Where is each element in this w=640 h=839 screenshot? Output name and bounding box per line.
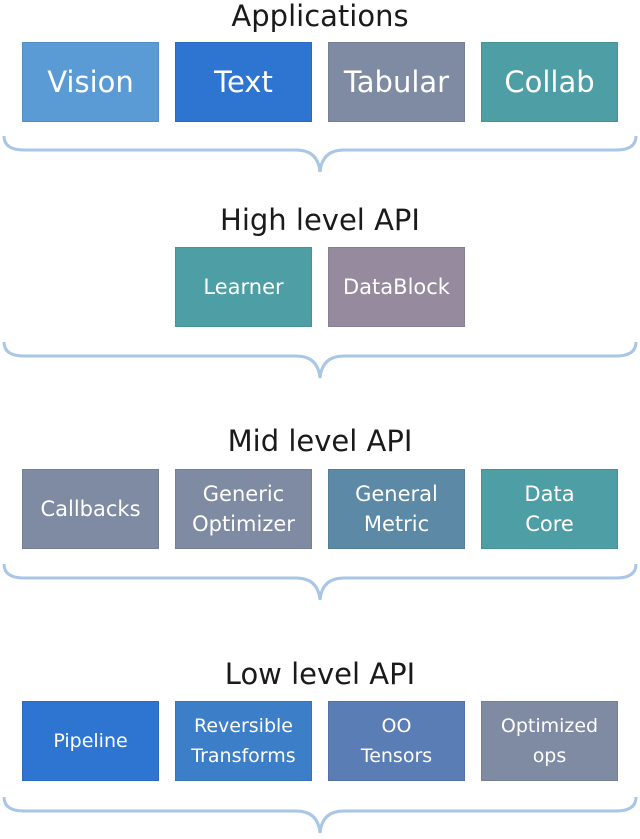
callbacks-label: Callbacks [40,497,141,521]
reversible-transforms-label-line-2: Transforms [191,745,296,767]
pipeline-box: Pipeline [22,701,159,781]
oo-tensors-box: OO Tensors [328,701,465,781]
tabular-box: Tabular [328,42,465,122]
collab-label: Collab [504,65,595,99]
collab-box: Collab [481,42,618,122]
high-level-api-title: High level API [220,203,420,237]
learner-box: Learner [175,247,312,327]
applications-brace [2,135,638,173]
data-core-label-line-1: Data [524,482,575,506]
learner-label: Learner [203,275,284,299]
reversible-transforms-label-line-1: Reversible [193,715,293,737]
general-metric-label-line-2: Metric [363,512,430,536]
mid-level-api-brace [2,563,638,601]
applications-title: Applications [231,0,409,33]
optimized-ops-label-line-1: Optimized [500,715,599,737]
low-level-api-brace [2,796,638,834]
optimized-ops-label-line-2: ops [532,745,567,767]
low-level-api-title: Low level API [224,657,416,691]
generic-optimizer-box: Generic Optimizer [175,469,312,549]
oo-tensors-label-line-1: OO [381,715,412,737]
datablock-box: DataBlock [328,247,465,327]
data-core-box: Data Core [481,469,618,549]
callbacks-box: Callbacks [22,469,159,549]
oo-tensors-label-line-2: Tensors [360,745,433,767]
pipeline-label: Pipeline [53,730,128,752]
general-metric-label-line-1: General [355,482,438,506]
text-box: Text [175,42,312,122]
generic-optimizer-label-line-1: Generic [202,482,285,506]
generic-optimizer-label-line-2: Optimizer [192,512,295,536]
optimized-ops-box: Optimized ops [481,701,618,781]
high-level-api-brace [2,341,638,379]
datablock-label: DataBlock [343,275,450,299]
data-core-label-line-2: Core [525,512,574,536]
reversible-transforms-box: Reversible Transforms [175,701,312,781]
vision-label: Vision [47,65,134,99]
tabular-label: Tabular [343,65,450,99]
general-metric-box: General Metric [328,469,465,549]
vision-box: Vision [22,42,159,122]
mid-level-api-title: Mid level API [227,424,413,458]
text-label: Text [214,65,273,99]
